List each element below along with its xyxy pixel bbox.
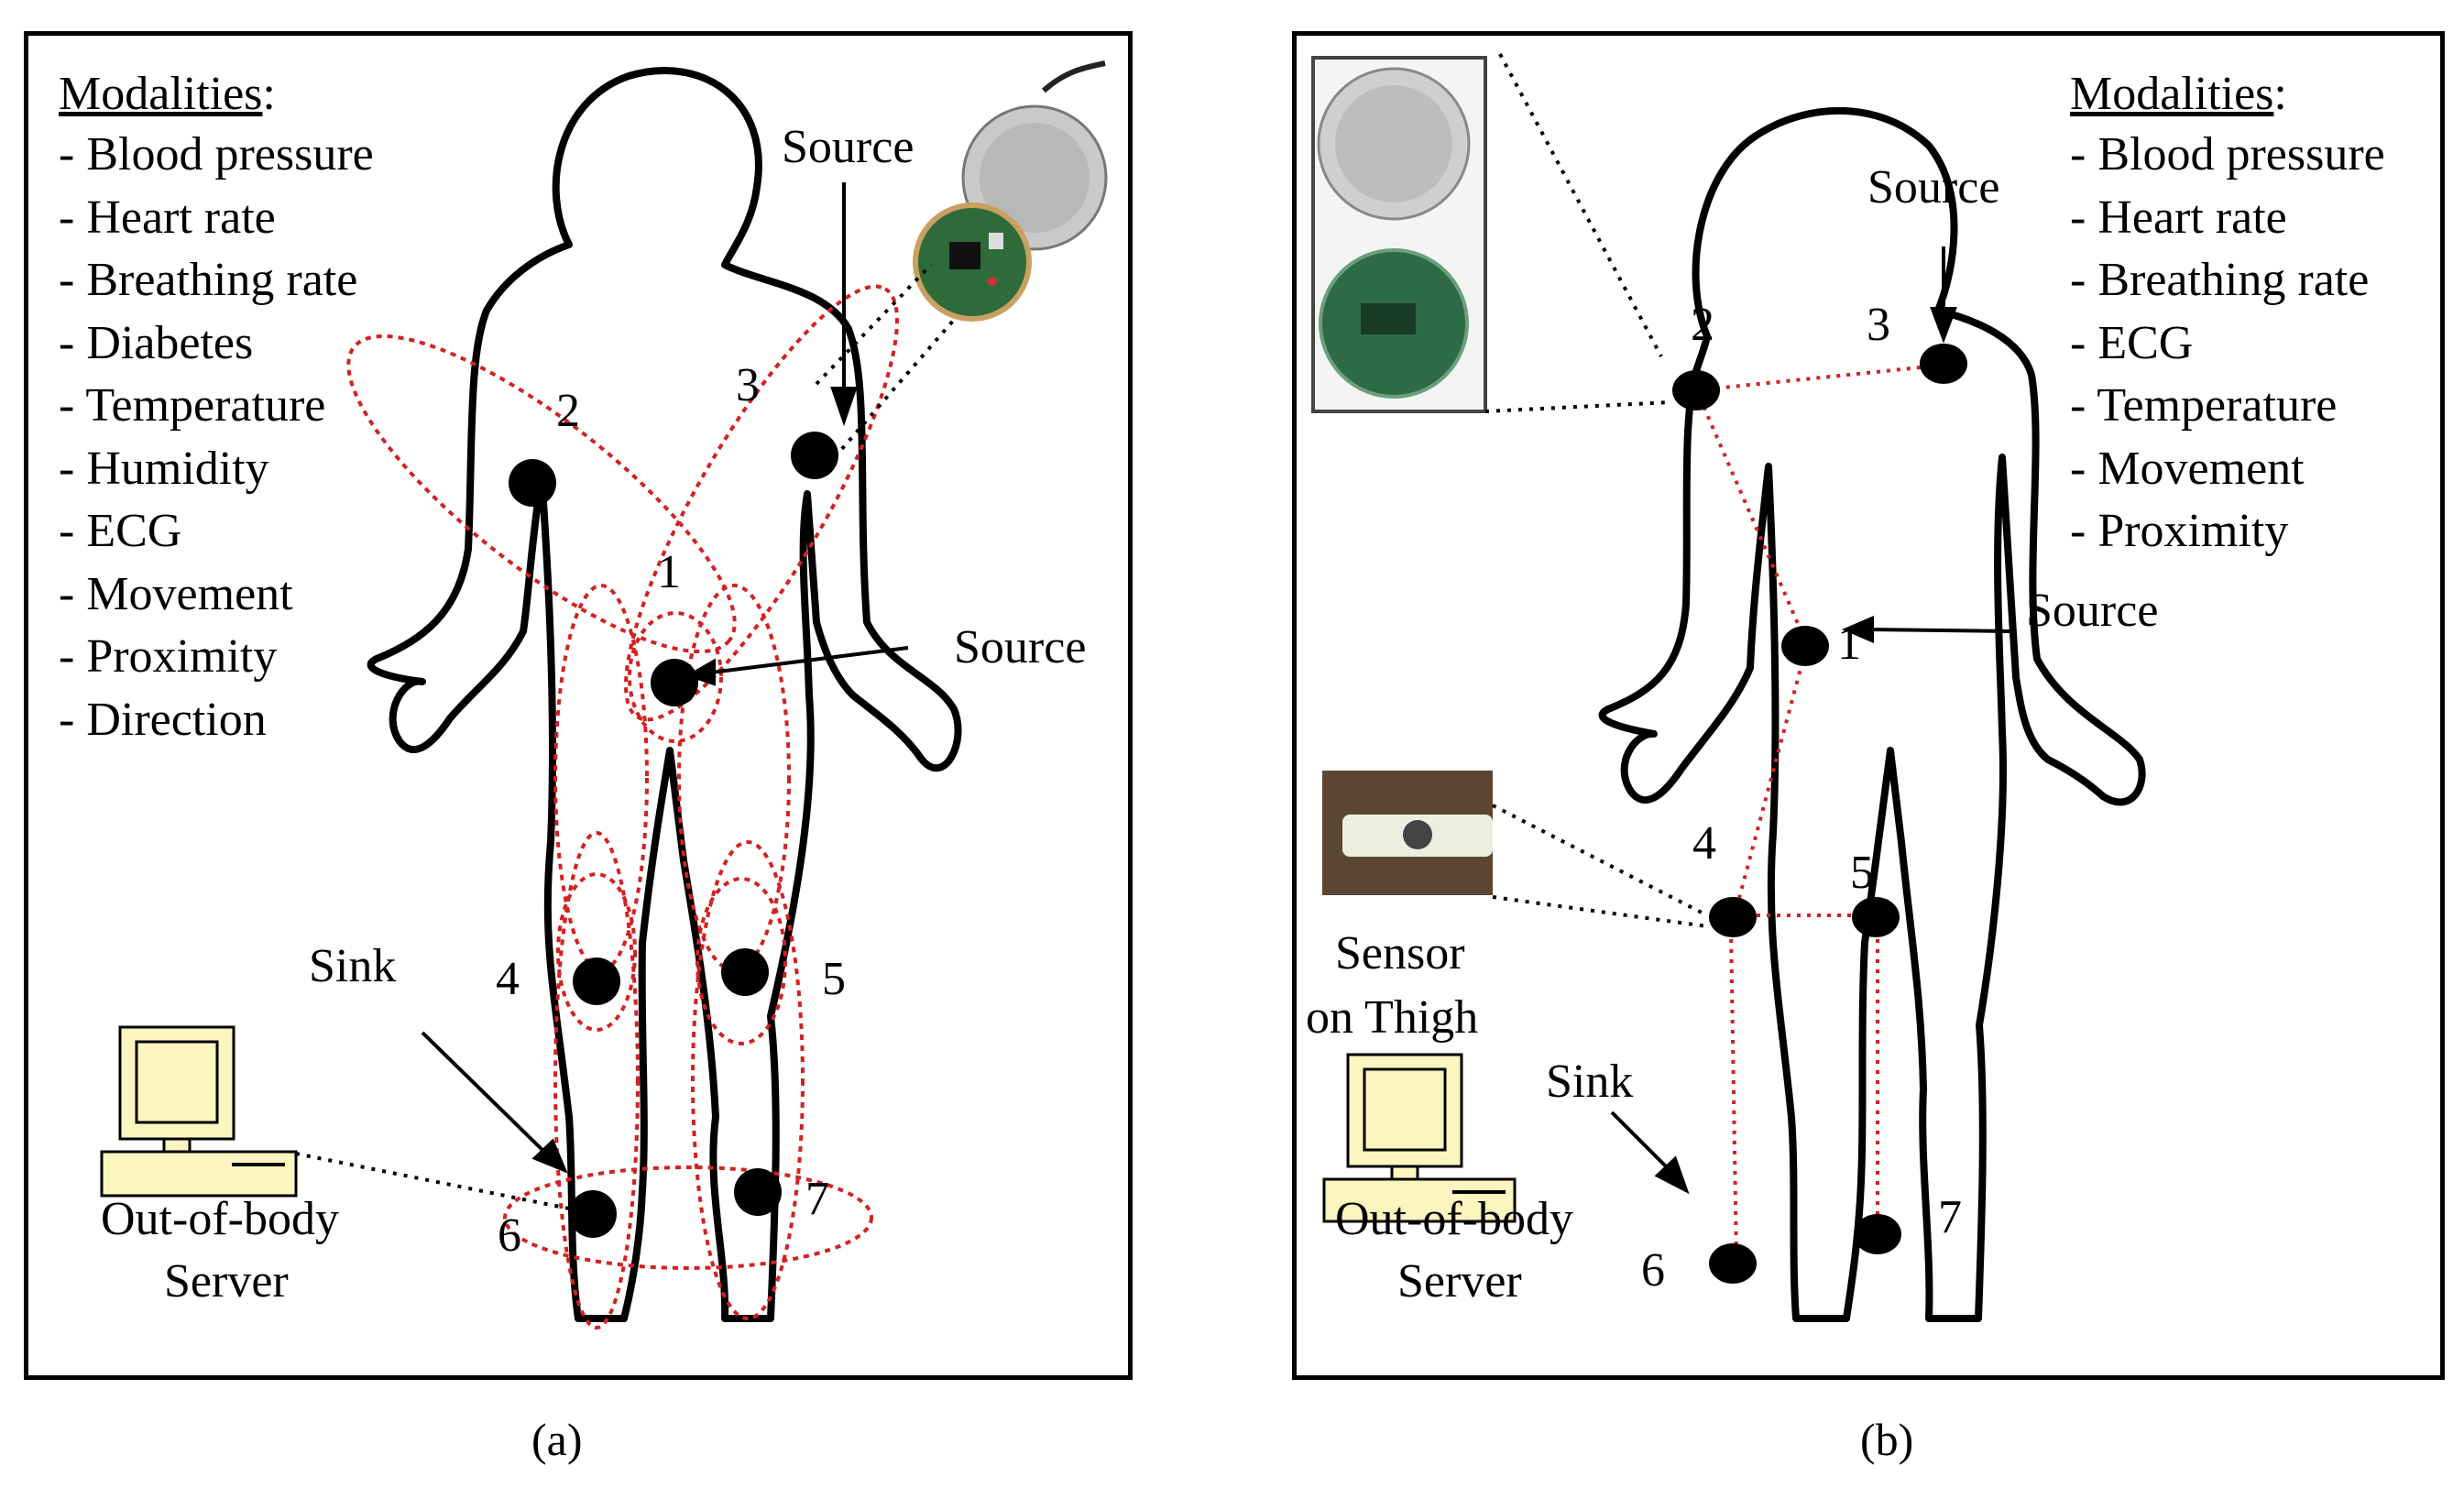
panel-b-drawing bbox=[1311, 53, 2146, 1322]
list-item: - Humidity bbox=[59, 442, 269, 495]
node-1 bbox=[651, 659, 698, 706]
caption-b: (b) bbox=[1860, 1414, 1914, 1465]
server-label-line2: Server bbox=[164, 1255, 289, 1307]
modalities-list: - Blood pressure - Heart rate - Breathin… bbox=[59, 124, 374, 751]
list-item: - Proximity bbox=[2070, 505, 2289, 557]
modalities-heading: Modalities: bbox=[59, 68, 276, 120]
node-3 bbox=[1920, 344, 1967, 384]
source-label-top: Source bbox=[1867, 161, 2000, 213]
coverage-ellipse bbox=[628, 611, 723, 743]
computer-icon bbox=[1322, 1053, 1517, 1223]
node-4 bbox=[1709, 897, 1757, 937]
server-label-line1: Out-of-body bbox=[101, 1193, 339, 1245]
node-2 bbox=[1672, 370, 1720, 410]
node-4 bbox=[573, 957, 620, 1005]
node-5 bbox=[1852, 897, 1900, 937]
panel-a-drawing bbox=[100, 60, 1108, 1329]
coverage-ellipse bbox=[346, 334, 737, 654]
node-label-7: 7 bbox=[805, 1173, 829, 1225]
coverage-ellipse bbox=[624, 284, 899, 722]
sensor-nodes bbox=[1672, 344, 1967, 1284]
sink-label: Sink bbox=[1546, 1056, 1634, 1108]
sensor-board-photo bbox=[913, 60, 1108, 322]
coverage-ellipse bbox=[553, 831, 640, 1329]
source-label-mid: Source bbox=[2026, 585, 2159, 637]
node-label-6: 6 bbox=[1641, 1244, 1665, 1297]
human-body-outline bbox=[367, 67, 962, 1322]
coverage-ellipse bbox=[503, 1165, 873, 1270]
server-label-line2: Server bbox=[1397, 1255, 1522, 1307]
node-6 bbox=[569, 1190, 617, 1238]
list-item: - Heart rate bbox=[2070, 191, 2287, 244]
thigh-sensor-photo bbox=[1322, 771, 1493, 895]
coverage-ellipse bbox=[556, 872, 637, 1032]
node-label-7: 7 bbox=[1938, 1191, 1962, 1243]
node-2 bbox=[509, 459, 556, 507]
node-label-3: 3 bbox=[1867, 299, 1890, 351]
list-item: - Proximity bbox=[59, 630, 278, 683]
server-label-line1: Out-of-body bbox=[1335, 1193, 1573, 1245]
sensor-nodes bbox=[509, 432, 838, 1238]
panel-b: Modalities: - Blood pressure - Heart rat… bbox=[1292, 31, 2445, 1380]
coverage-ellipse bbox=[695, 877, 787, 1045]
modalities-list: - Blood pressure - Heart rate - Breathin… bbox=[2070, 124, 2385, 563]
list-item: - ECG bbox=[59, 505, 182, 557]
node-1 bbox=[1781, 626, 1829, 666]
list-item: - Breathing rate bbox=[2070, 254, 2370, 306]
list-item: - Breathing rate bbox=[59, 254, 358, 306]
source-label-mid: Source bbox=[954, 621, 1087, 673]
node-label-1: 1 bbox=[1837, 618, 1861, 670]
list-item: - Movement bbox=[59, 567, 293, 620]
list-item: - Temperature bbox=[2070, 379, 2338, 432]
coin-and-board-photo bbox=[1311, 56, 1487, 413]
source-label-top: Source bbox=[782, 121, 914, 173]
coverage-ellipse bbox=[553, 584, 649, 972]
list-item: - Direction bbox=[59, 693, 267, 746]
node-label-4: 4 bbox=[496, 953, 520, 1005]
node-label-1: 1 bbox=[657, 546, 681, 598]
sensor-label-line1: Sensor bbox=[1335, 927, 1465, 979]
node-6 bbox=[1709, 1243, 1757, 1284]
computer-icon bbox=[100, 1025, 298, 1198]
node-label-4: 4 bbox=[1692, 817, 1716, 870]
caption-a: (a) bbox=[531, 1414, 583, 1465]
node-5 bbox=[721, 948, 769, 996]
node-label-5: 5 bbox=[1850, 847, 1874, 899]
node-label-5: 5 bbox=[822, 953, 846, 1005]
node-3 bbox=[791, 432, 838, 479]
list-item: - Heart rate bbox=[59, 191, 276, 244]
node-label-2: 2 bbox=[556, 385, 580, 437]
node-7 bbox=[1854, 1214, 1901, 1254]
node-label-2: 2 bbox=[1691, 299, 1714, 351]
list-item: - Blood pressure bbox=[2070, 128, 2385, 181]
sensor-label-line2: on Thigh bbox=[1306, 991, 1479, 1044]
list-item: - Diabetes bbox=[59, 316, 254, 369]
list-item: - Blood pressure bbox=[59, 128, 374, 181]
node-label-6: 6 bbox=[498, 1209, 521, 1262]
coverage-ellipse bbox=[691, 840, 805, 1320]
panel-a: Modalities: - Blood pressure - Heart rat… bbox=[24, 31, 1133, 1380]
list-item: - Movement bbox=[2070, 442, 2305, 495]
node-7 bbox=[734, 1168, 782, 1216]
list-item: - Temperature bbox=[59, 379, 326, 432]
human-body-outline bbox=[1598, 106, 2146, 1322]
modalities-heading: Modalities: bbox=[2070, 68, 2287, 120]
sink-label: Sink bbox=[309, 940, 397, 992]
list-item: - ECG bbox=[2070, 316, 2194, 369]
node-label-3: 3 bbox=[736, 359, 760, 411]
